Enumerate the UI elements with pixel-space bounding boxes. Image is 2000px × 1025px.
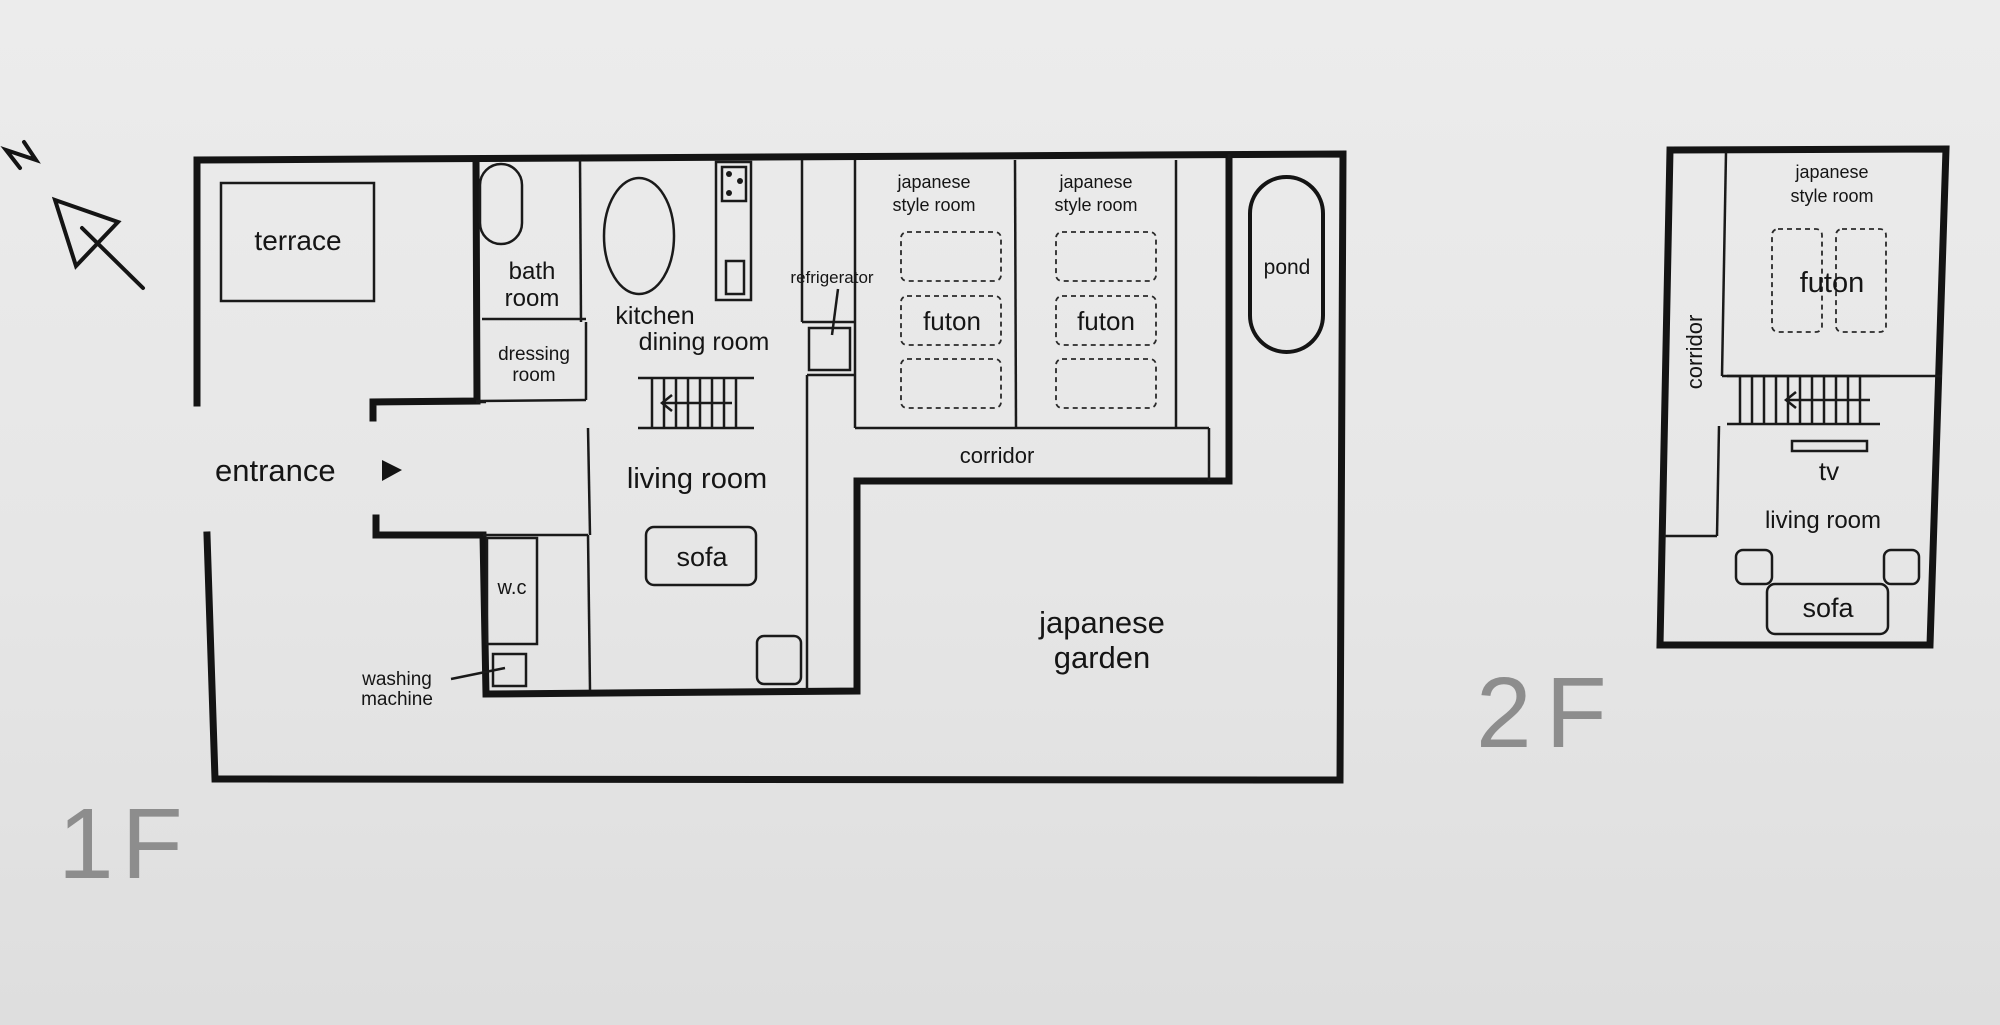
entrance-wall-lower xyxy=(372,151,1233,698)
sofa-label: sofa xyxy=(676,542,728,572)
garden-label-line1: japanese xyxy=(1038,605,1165,640)
bath-room-label-line1: bath xyxy=(509,258,556,285)
burner-1 xyxy=(726,171,732,177)
wc-box xyxy=(485,536,539,646)
terrace-label: terrace xyxy=(254,225,341,256)
tv-label: tv xyxy=(1819,456,1839,486)
sofa-2f-box xyxy=(1765,582,1890,636)
outer-wall-2f xyxy=(1656,145,1950,649)
refrigerator-label: refrigerator xyxy=(790,268,873,287)
tv-box xyxy=(1790,439,1869,453)
interior-walls xyxy=(475,154,1231,691)
first-floor-plan: terrace bath room dressing room kitchen … xyxy=(58,150,1347,900)
kitchen-counter xyxy=(714,160,753,302)
japanese-room-2f-label-line2: style room xyxy=(1790,186,1873,206)
refrigerator-box xyxy=(807,326,852,372)
burner-2 xyxy=(737,178,743,184)
sofa-2f-label: sofa xyxy=(1802,593,1854,623)
futon-a-label: futon xyxy=(923,306,981,336)
futon-set-2f xyxy=(1771,228,1887,333)
sink-icon xyxy=(724,259,746,296)
armchair xyxy=(755,634,803,686)
bath-room-label-line2: room xyxy=(505,285,560,312)
japanese-room-2f-label-line1: japanese xyxy=(1794,162,1868,182)
floor-1-label: 1F xyxy=(58,788,191,900)
corridor-2f-label: corridor xyxy=(1682,315,1707,390)
dressing-room-label-line2: room xyxy=(512,365,555,386)
outer-wall-top xyxy=(193,150,1347,784)
japanese-room-a-label-line1: japanese xyxy=(896,172,970,192)
terrace-box xyxy=(219,181,376,303)
living-room-2f-label: living room xyxy=(1765,507,1881,534)
armchair-2f-right xyxy=(1882,548,1921,586)
second-floor-plan: japanese style room futon corridor tv li… xyxy=(1476,145,1950,769)
washing-machine-label-line1: washing xyxy=(361,669,432,690)
burner-3 xyxy=(726,190,732,196)
pond-shape xyxy=(1248,175,1325,354)
armchair-2f-left xyxy=(1734,548,1774,586)
bathtub xyxy=(478,162,524,246)
dressing-room-label-line1: dressing xyxy=(498,344,570,365)
north-arrow-icon xyxy=(0,140,145,290)
kitchen-label-line1: kitchen xyxy=(615,302,694,330)
corridor-label: corridor xyxy=(960,443,1035,468)
triangle-right-icon xyxy=(382,460,402,481)
living-room-label: living room xyxy=(627,463,767,495)
floor-2-label: 2F xyxy=(1476,657,1621,769)
wc-label: w.c xyxy=(497,577,527,599)
sofa-box xyxy=(644,525,758,587)
japanese-room-a-label-line2: style room xyxy=(892,195,975,215)
washing-machine-label-line2: machine xyxy=(361,689,433,710)
stairs-1f xyxy=(638,376,754,430)
dining-table xyxy=(602,176,676,296)
entrance-wall-upper xyxy=(369,156,481,422)
entrance-label: entrance xyxy=(215,453,336,488)
washing-machine-leader xyxy=(450,666,506,681)
stove-icon xyxy=(720,165,748,203)
futon-b-label: futon xyxy=(1077,306,1135,336)
futon-2f-label: futon xyxy=(1800,267,1865,299)
kitchen-label-line2: dining room xyxy=(639,328,770,356)
japanese-room-b-label-line1: japanese xyxy=(1058,172,1132,192)
japanese-room-b-label-line2: style room xyxy=(1054,195,1137,215)
garden-label-line2: garden xyxy=(1054,640,1151,675)
pond-label: pond xyxy=(1264,256,1311,279)
stairs-2f xyxy=(1727,374,1880,426)
